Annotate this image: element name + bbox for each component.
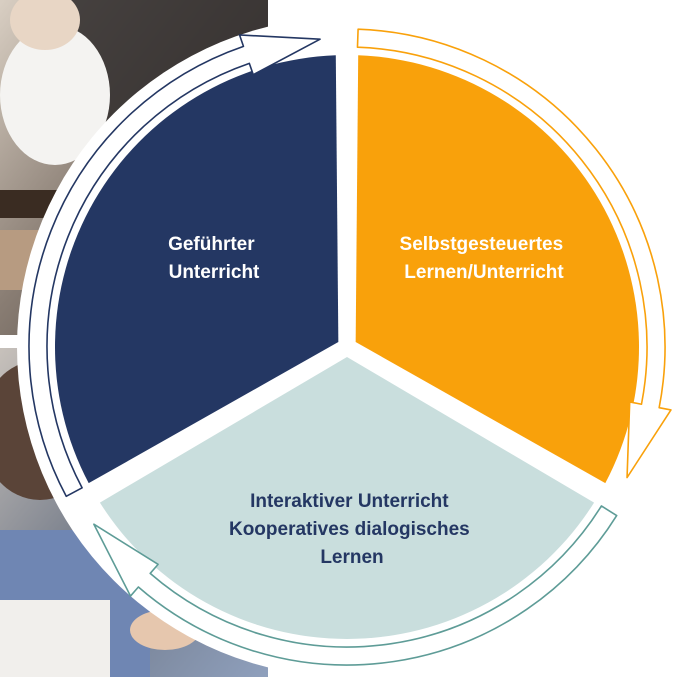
arrow-interaktiv-to-gefuehrt [93,505,618,666]
label-line: Selbstgesteuertes [400,234,564,255]
label-gefuehrter-unterricht: Geführter Unterricht [168,234,260,283]
sector-gefuehrter-unterricht [54,55,339,484]
label-line: Geführter [168,234,255,255]
sector-selbstgesteuertes-lernen [355,55,640,484]
label-line: Interaktiver Unterricht [250,491,449,512]
label-line: Lernen [320,547,383,568]
label-selbstgesteuertes-lernen: Selbstgesteuertes Lernen/Unterricht [400,234,569,283]
labels-group: Geführter Unterricht Selbstgesteuertes L… [168,234,569,568]
sectors-group [54,55,640,639]
label-line: Lernen/Unterricht [404,262,564,283]
arrow-selbst-to-interaktiv [356,28,672,479]
sector-interaktiver-unterricht [99,357,595,639]
label-line: Unterricht [169,262,260,283]
arrow-gefuehrt-to-selbst [28,34,321,498]
arrows-group [28,28,672,666]
label-interaktiver-unterricht: Interaktiver Unterricht Kooperatives dia… [229,491,475,568]
label-line: Kooperatives dialogisches [229,519,470,540]
